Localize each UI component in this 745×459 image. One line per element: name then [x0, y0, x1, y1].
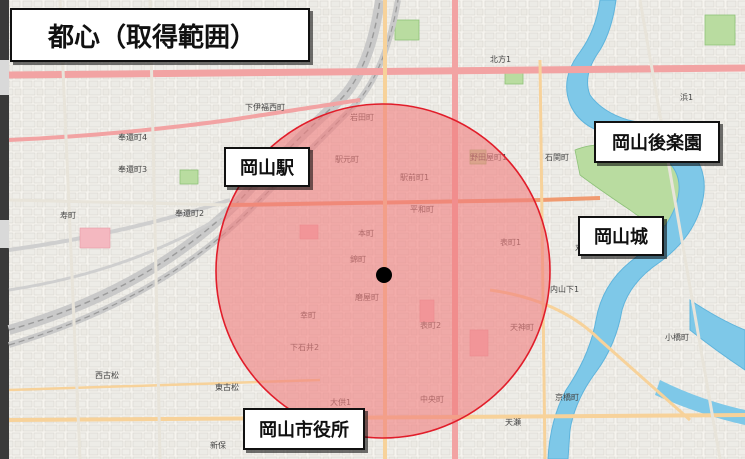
street-label: 天瀬	[505, 417, 521, 427]
page-title: 都心（取得範囲）	[10, 8, 310, 62]
center-point	[376, 267, 392, 283]
street-label: 西古松	[95, 370, 119, 380]
label-okayama-castle: 岡山城	[578, 216, 664, 256]
street-label: 奉還町2	[175, 208, 204, 218]
street-label: 新保	[210, 440, 226, 450]
label-city-hall: 岡山市役所	[243, 408, 365, 450]
street-label: 浜1	[680, 92, 693, 102]
street-label: 京橋町	[555, 392, 579, 402]
left-edge-bar	[0, 0, 9, 459]
street-label: 東古松	[215, 382, 239, 392]
street-label: 寿町	[60, 210, 76, 220]
street-label: 内山下1	[550, 284, 579, 294]
street-label: 奉還町3	[118, 164, 147, 174]
label-korakuen-garden: 岡山後楽園	[594, 121, 720, 163]
street-label: 石関町	[545, 153, 569, 162]
street-label: 奉還町4	[118, 132, 147, 142]
label-okayama-station: 岡山駅	[224, 147, 310, 187]
street-label: 北方1	[490, 54, 511, 64]
street-label: 下伊福西町	[245, 102, 285, 112]
street-label: 小橋町	[665, 332, 689, 342]
